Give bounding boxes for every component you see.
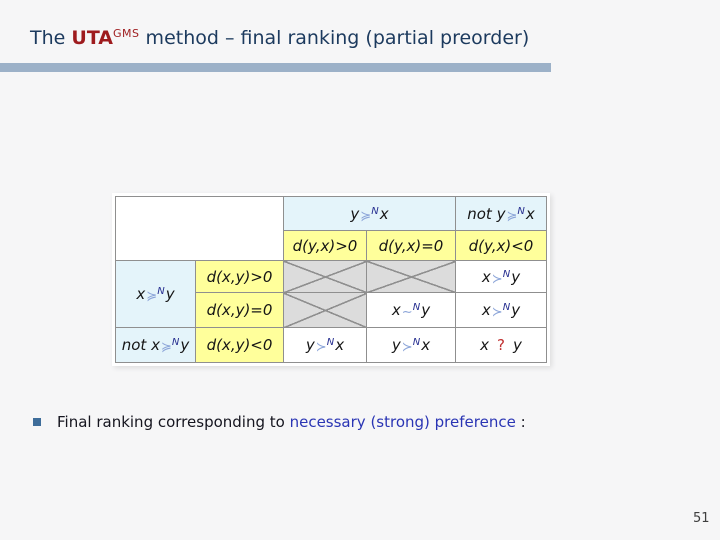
col-header-not-y-outranks-x: not y≽Nx: [455, 196, 547, 231]
table-row-3: not x≽Ny d(x,y)<0 y≻Nx y≻Nx x?y: [115, 327, 547, 363]
title-rest: method – final ranking (partial preorder…: [139, 27, 530, 49]
crossed-out-cell: [283, 292, 367, 328]
col-header-y-outranks-x: y≽Nx: [283, 196, 456, 231]
table-condition-row: d(y,x)>0 d(y,x)=0 d(y,x)<0: [116, 230, 547, 261]
row-header-not-x-outranks-y: not x≽Ny: [115, 327, 196, 363]
table-header-row: y≽Nx not y≽Nx: [115, 196, 547, 261]
preference-table: y≽Nx not y≽Nx d(y,x)>0 d(y,x)=0 d(y,x)<0…: [115, 196, 547, 363]
condition-d-xy-positive: d(x,y)>0: [195, 260, 284, 293]
empty-corner-cell: [115, 196, 284, 261]
page-number: 51: [693, 511, 710, 526]
result-x-indifferent-y: x∼Ny: [366, 292, 456, 328]
condition-d-yx-negative: d(y,x)<0: [455, 230, 547, 261]
crossed-out-cell: [366, 260, 456, 293]
preference-table-wrapper: y≽Nx not y≽Nx d(y,x)>0 d(y,x)=0 d(y,x)<0…: [112, 193, 550, 366]
row-header-x-outranks-y: x≽Ny: [115, 260, 196, 328]
result-x-strictly-preferred-y: x≻Ny: [455, 260, 547, 293]
page-title: The UTAGMS method – final ranking (parti…: [30, 21, 529, 51]
result-x-strictly-preferred-y: x≻Ny: [455, 292, 547, 328]
bullet-text: Final ranking corresponding to necessary…: [57, 413, 526, 431]
title-prefix: The: [30, 27, 72, 49]
result-y-strictly-preferred-x: y≻Nx: [366, 327, 456, 363]
condition-d-yx-zero: d(y,x)=0: [366, 230, 456, 261]
table-row-2: d(x,y)=0 x∼Ny x≻Ny: [116, 292, 547, 328]
title-underline-bar: [0, 63, 551, 72]
result-x-incomparable-y: x?y: [455, 327, 547, 363]
condition-d-xy-zero: d(x,y)=0: [195, 292, 284, 328]
table-row-1: x≽Ny d(x,y)>0 x≻Ny: [115, 260, 547, 328]
incomparability-question-mark: ?: [497, 336, 505, 354]
crossed-out-cell: [283, 260, 367, 293]
bullet-square-icon: [33, 418, 41, 426]
condition-d-xy-negative: d(x,y)<0: [195, 327, 284, 363]
bullet-item: Final ranking corresponding to necessary…: [33, 413, 526, 431]
title-brand-superscript: GMS: [113, 27, 140, 40]
condition-d-yx-positive: d(y,x)>0: [283, 230, 367, 261]
result-y-strictly-preferred-x: y≻Nx: [283, 327, 367, 363]
title-brand: UTA: [71, 27, 114, 49]
bullet-highlighted-text: necessary (strong) preference: [289, 413, 516, 431]
